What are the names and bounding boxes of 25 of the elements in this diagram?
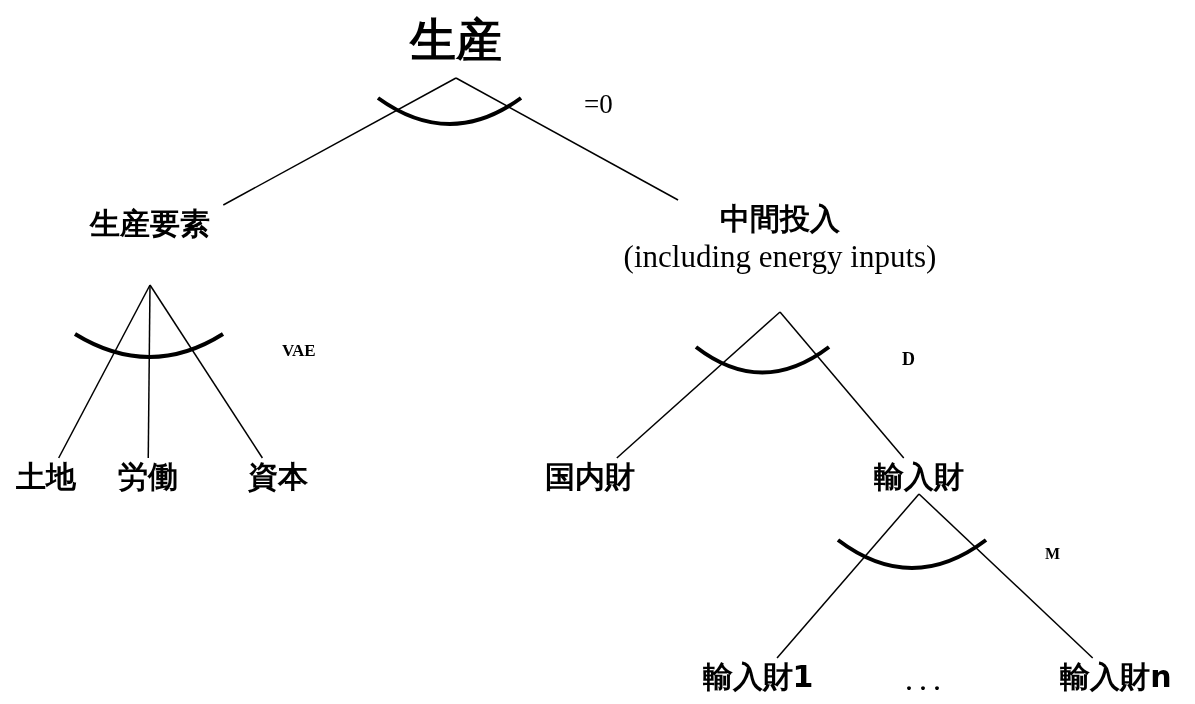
node-label: 生産 [410,12,502,69]
node-label: 輸入財n [1060,658,1172,696]
node-label: 土地 [16,458,76,496]
connector-line [57,284,151,459]
connector-line [616,311,781,459]
connector-line [776,493,920,659]
node-label: 中間投入 [720,200,840,238]
node-label: 輸入財 [874,458,964,496]
node-label: 労働 [118,458,178,496]
connector-line [918,493,1094,659]
connector-line [147,284,151,459]
ellipsis-label: · · · [905,674,941,703]
node-label: (including energy inputs) [623,237,937,276]
node-label: 生産要素 [90,205,210,243]
parameter-label: D [902,348,915,371]
node-label: 国内財 [545,458,635,496]
connector-line [455,77,679,201]
node-label: 輸入財1 [702,658,814,696]
connector-line [222,77,457,206]
connector-line [149,284,264,459]
connector-line [779,311,905,459]
parameter-label: M [1045,544,1061,564]
parameter-label: =0 [584,88,613,121]
parameter-label: VAE [282,340,316,362]
node-label: 資本 [248,458,308,496]
